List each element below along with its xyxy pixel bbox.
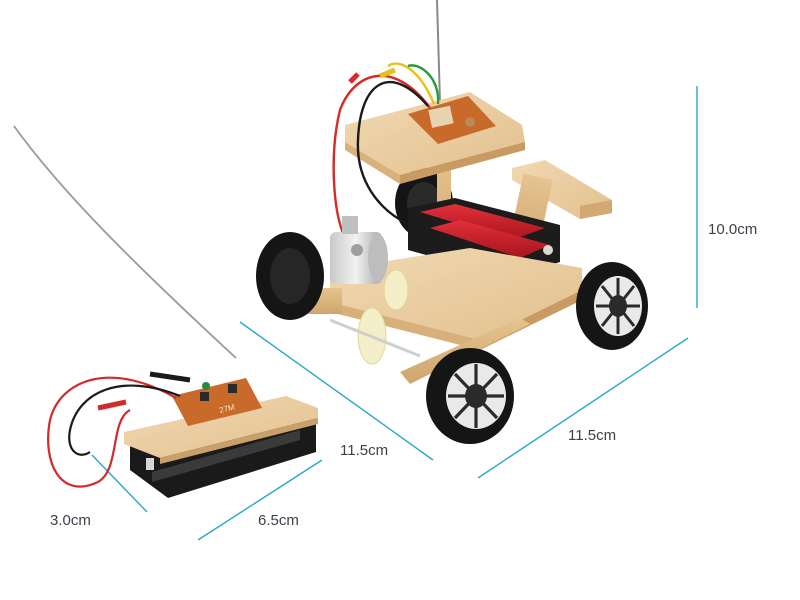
- remote-control: 27M: [13, 125, 318, 498]
- remote-wood-plate: [124, 396, 318, 458]
- remote-length-label: 6.5cm: [258, 512, 299, 529]
- dimension-lines: [91, 86, 698, 541]
- car-height-label: 10.0cm: [708, 221, 758, 238]
- front-right-wheel: [426, 348, 514, 444]
- remote-antenna: [13, 125, 237, 359]
- remote-length-dimension-line: [197, 459, 323, 541]
- drive-gears: [329, 269, 421, 365]
- car-width-label: 11.5cm: [568, 427, 617, 444]
- rear-right-wheel: [576, 262, 648, 350]
- remote-width-dimension-line: [91, 454, 148, 513]
- remote-wires: [47, 371, 191, 488]
- car-wires: [332, 62, 440, 239]
- car-length-dimension-line: [239, 321, 434, 461]
- front-left-wheel: [256, 232, 324, 320]
- remote-pcb: 27M: [172, 378, 262, 426]
- car-length-label: 11.5cm: [340, 442, 389, 459]
- motor: [330, 216, 388, 284]
- car-antenna: [436, 0, 441, 103]
- remote-width-label: 3.0cm: [50, 512, 91, 529]
- car-kit: [256, 0, 648, 444]
- car-width-dimension-line: [477, 337, 689, 479]
- remote-board-label: 27M: [218, 402, 236, 415]
